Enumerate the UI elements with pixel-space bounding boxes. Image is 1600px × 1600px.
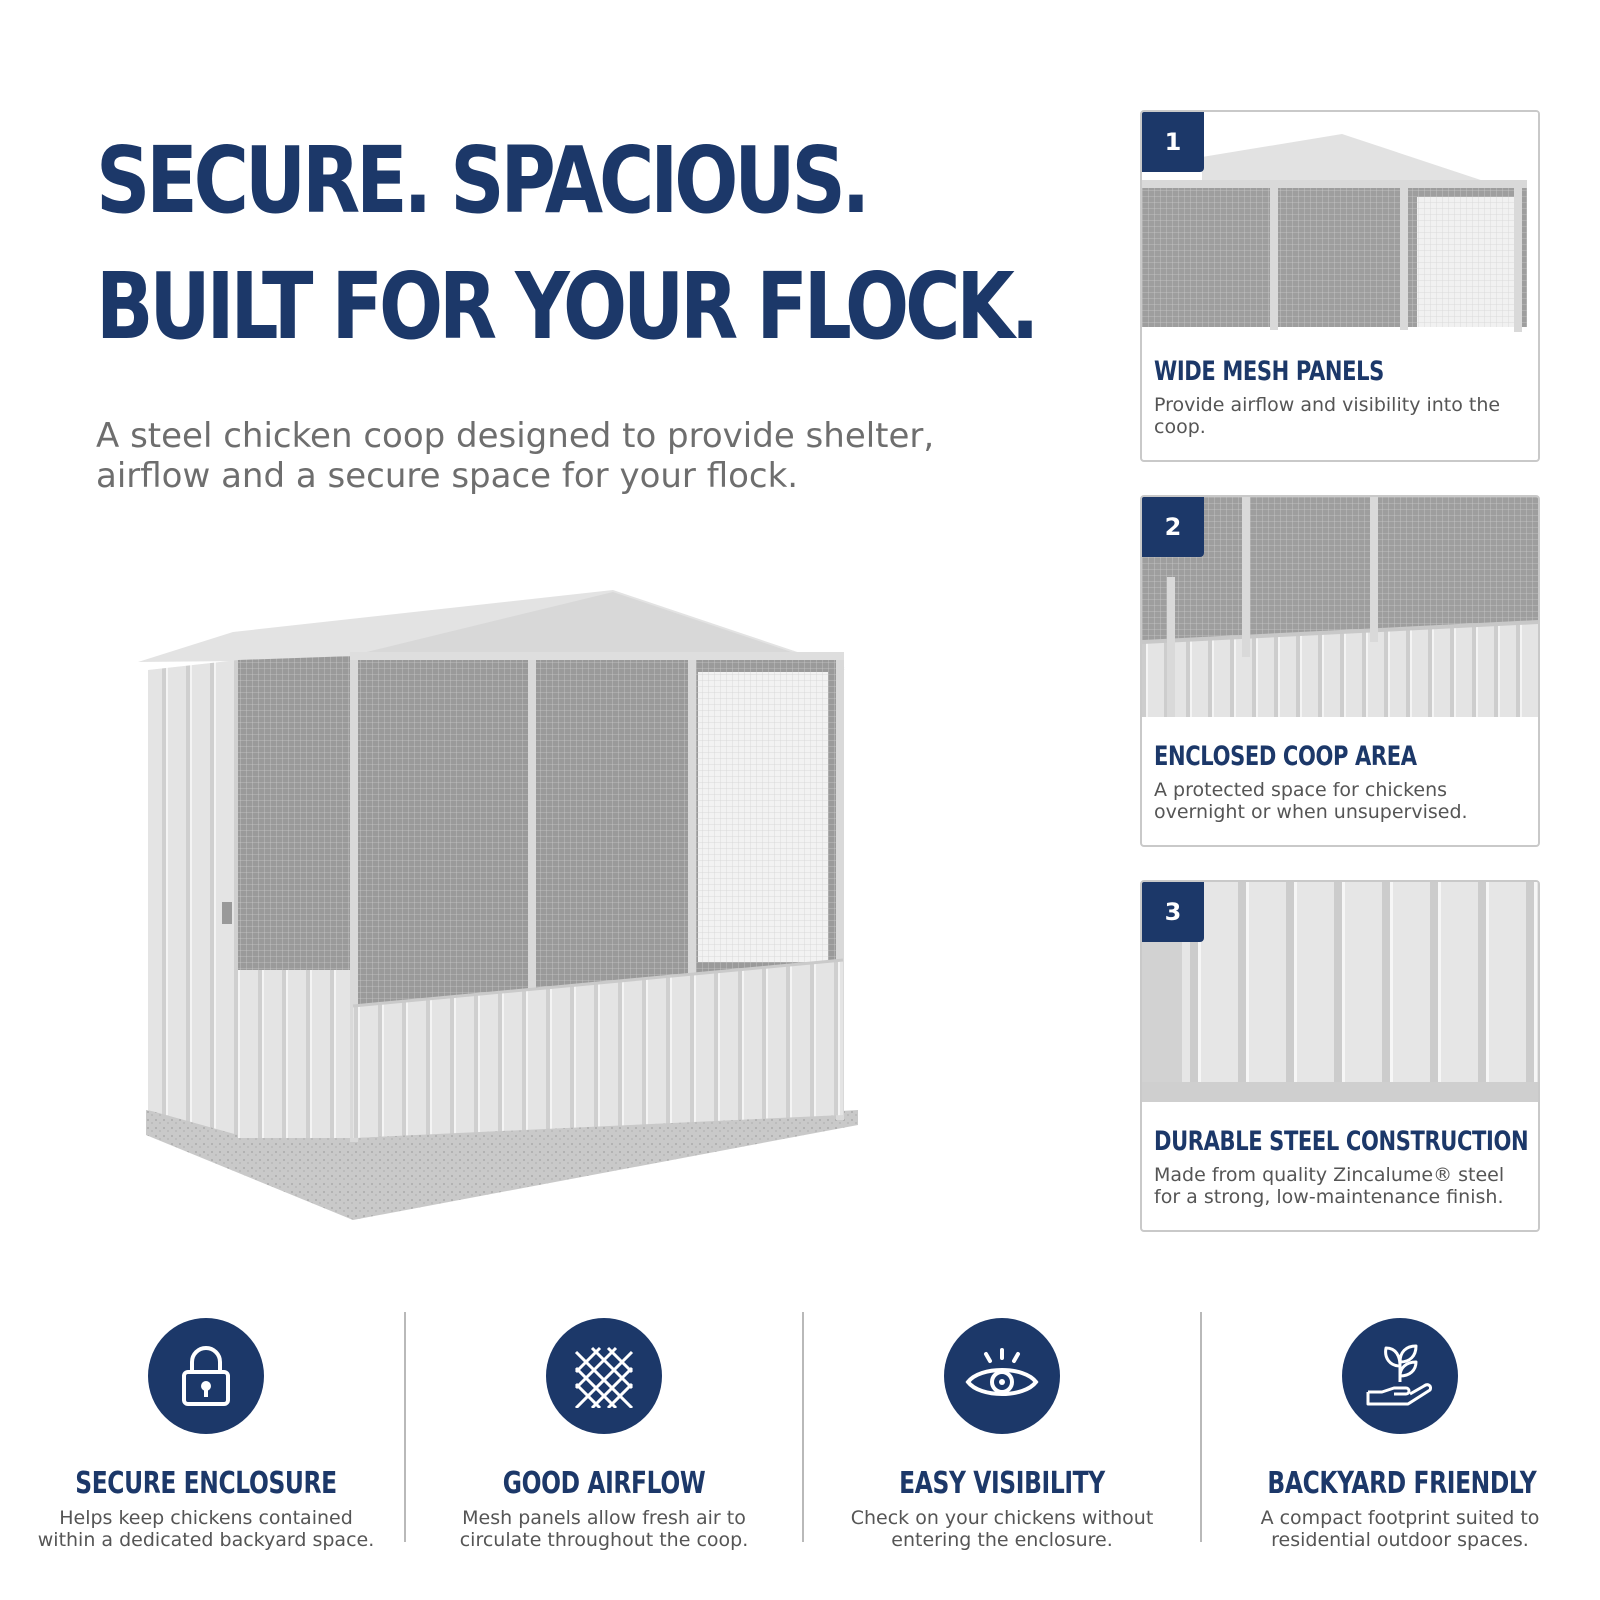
feature-title: SECURE ENCLOSURE xyxy=(75,1466,337,1501)
card-number-badge: 3 xyxy=(1142,882,1204,942)
padlock-icon xyxy=(148,1318,264,1434)
card-number-badge: 1 xyxy=(1142,112,1204,172)
chicken-coop-image xyxy=(138,590,868,1230)
feature-good-airflow: GOOD AIRFLOW Mesh panels allow fresh air… xyxy=(434,1318,774,1551)
headline-line-2: BUILT FOR YOUR FLOCK. xyxy=(96,253,1039,360)
feature-card-durable-steel: 3 DURABLE STEEL CONSTRUCTION Made from q… xyxy=(1140,880,1540,1232)
divider xyxy=(1200,1312,1202,1542)
feature-card-wide-mesh: 1 WIDE MESH PANELS Provide airflow and v… xyxy=(1140,110,1540,462)
plant-in-hand-icon xyxy=(1342,1318,1458,1434)
headline-line-1: SECURE. SPACIOUS. xyxy=(96,127,870,234)
feature-title: GOOD AIRFLOW xyxy=(502,1466,706,1501)
feature-description: A compact footprint suited to residentia… xyxy=(1260,1507,1540,1551)
feature-description: Helps keep chickens contained within a d… xyxy=(37,1507,375,1551)
feature-secure-enclosure: SECURE ENCLOSURE Helps keep chickens con… xyxy=(36,1318,376,1551)
divider xyxy=(404,1312,406,1542)
card-title: DURABLE STEEL CONSTRUCTION xyxy=(1154,1126,1529,1157)
card-description: A protected space for chickens overnight… xyxy=(1154,779,1468,823)
feature-title: BACKYARD FRIENDLY xyxy=(1267,1466,1537,1501)
subtitle: A steel chicken coop designed to provide… xyxy=(96,416,935,496)
card-image xyxy=(1142,112,1538,332)
feature-card-enclosed-coop: 2 ENCLOSED COOP AREA A protected space f… xyxy=(1140,495,1540,847)
card-title: WIDE MESH PANELS xyxy=(1154,356,1384,387)
headline: SECURE. SPACIOUS. BUILT FOR YOUR FLOCK. xyxy=(96,118,1039,370)
feature-backyard-friendly: BACKYARD FRIENDLY A compact footprint su… xyxy=(1230,1318,1570,1551)
card-image xyxy=(1142,497,1538,717)
eye-icon xyxy=(944,1318,1060,1434)
mesh-icon xyxy=(546,1318,662,1434)
feature-description: Check on your chickens without entering … xyxy=(850,1507,1154,1551)
card-description: Provide airflow and visibility into the … xyxy=(1154,394,1501,438)
card-number-badge: 2 xyxy=(1142,497,1204,557)
card-image xyxy=(1142,882,1538,1102)
feature-easy-visibility: EASY VISIBILITY Check on your chickens w… xyxy=(832,1318,1172,1551)
feature-description: Mesh panels allow fresh air to circulate… xyxy=(459,1507,749,1551)
card-description: Made from quality Zincalume® steel for a… xyxy=(1154,1164,1505,1208)
feature-title: EASY VISIBILITY xyxy=(899,1466,1105,1501)
divider xyxy=(802,1312,804,1542)
card-title: ENCLOSED COOP AREA xyxy=(1154,741,1417,772)
